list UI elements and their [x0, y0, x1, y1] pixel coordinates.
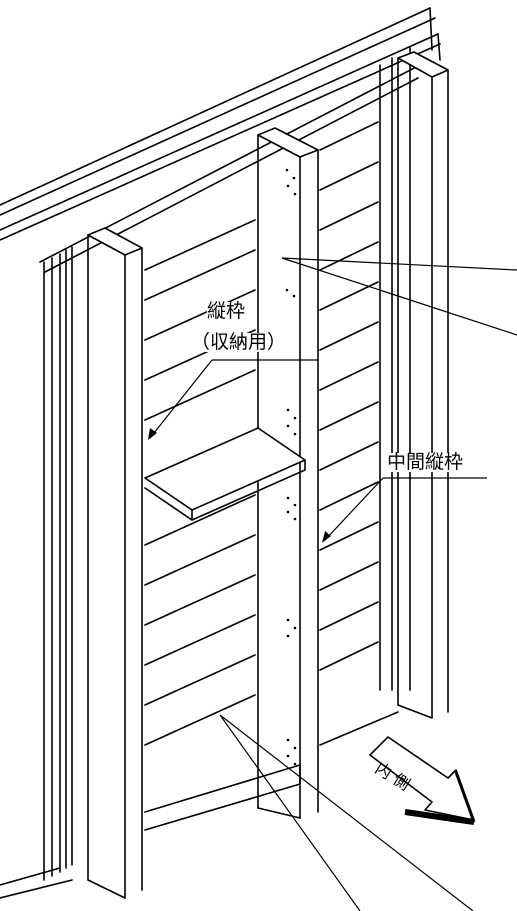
callout-arrowheads: [148, 428, 331, 543]
right-bay-slats: [319, 121, 379, 671]
vertical-frame-label: 縦枠: [207, 300, 246, 322]
callout-lines: [149, 257, 517, 911]
bottom-sill: [144, 711, 399, 831]
arrow-down-right-icon: [369, 736, 476, 825]
shelf-board: [144, 427, 306, 521]
screw-holes: [285, 168, 297, 766]
middle-vertical-post: [257, 127, 319, 819]
right-outer-frame: [379, 47, 411, 691]
vertical-frame-sublabel: （収納用）: [191, 331, 287, 353]
left-outer-frame: [0, 246, 73, 899]
middle-vertical-frame-label: 中間縦枠: [387, 451, 464, 473]
left-vertical-post: [87, 227, 143, 899]
top-frame-beam: [0, 7, 441, 273]
right-vertical-post: [397, 51, 449, 719]
